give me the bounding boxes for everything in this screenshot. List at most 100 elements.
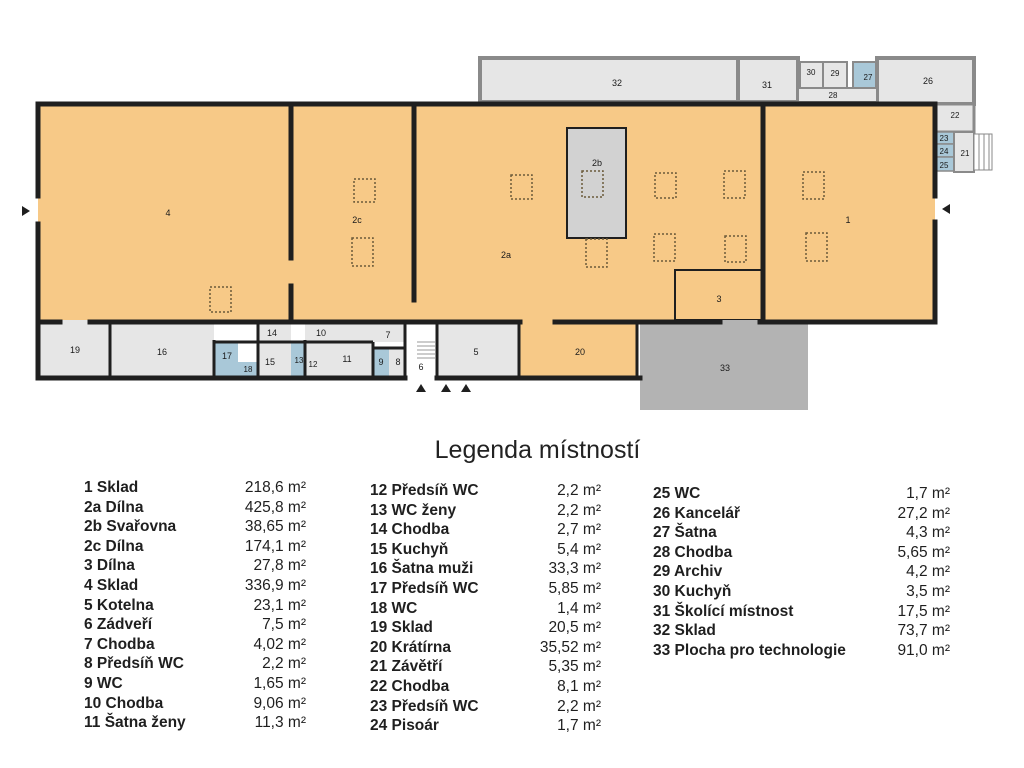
legend-room-name: 2c Dílna	[84, 537, 144, 555]
entry-arrows	[22, 204, 950, 392]
legend-room-name: 1 Sklad	[84, 479, 139, 496]
stairs	[417, 341, 435, 359]
room-18-fill	[238, 362, 258, 376]
room-29-fill	[822, 61, 848, 89]
legend-room-name: 15 Kuchyň	[370, 540, 449, 558]
room-label-3: 3	[716, 294, 721, 304]
legend-room-area: 4,02 m²	[253, 635, 306, 653]
legend-room-area: 1,65 m²	[253, 674, 306, 692]
legend-row: 2c Dílna 174,1 m²	[84, 537, 306, 557]
legend-room-name: 16 Šatna muži	[370, 560, 474, 578]
legend-row: 22 Chodba 8,1 m²	[370, 677, 601, 697]
legend-room-name: 12 Předsíň WC	[370, 482, 479, 499]
room-32-fill	[478, 56, 740, 104]
legend-room-area: 17,5 m²	[897, 602, 950, 620]
legend-room-area: 8,1 m²	[557, 677, 601, 695]
legend-room-area: 5,35 m²	[548, 658, 601, 676]
legend-room-name: 7 Chodba	[84, 635, 155, 653]
floor-plan: 1 2a 2b 2c 3 4 5 6 7 8 9 10 11 12 13 14 …	[22, 56, 993, 410]
room-label-12: 12	[309, 360, 318, 369]
room-label-19: 19	[70, 345, 80, 355]
room-10-fill	[305, 320, 373, 342]
room-12-fill	[305, 342, 319, 376]
room-11-fill	[319, 342, 373, 376]
room-label-29: 29	[831, 69, 840, 78]
room-33-fill	[640, 320, 808, 410]
legend-room-area: 2,2 m²	[557, 501, 601, 519]
room-7-fill	[373, 320, 405, 342]
legend-room-name: 6 Zádveří	[84, 616, 153, 634]
room-6-fill	[405, 320, 437, 376]
legend-room-name: 31 Školící místnost	[653, 602, 794, 620]
legend-room-area: 174,1 m²	[244, 537, 306, 555]
room-2b-fill	[566, 127, 627, 239]
legend-room-area: 2,7 m²	[557, 521, 601, 539]
legend-room-area: 9,06 m²	[253, 694, 306, 712]
room-5-fill	[437, 320, 519, 376]
legend-room-name: 8 Předsíň WC	[84, 655, 184, 673]
legend-room-area: 336,9 m²	[244, 576, 306, 594]
room-label-27: 27	[864, 73, 873, 82]
room-2c-fill	[291, 104, 414, 320]
legend-room-name: 24 Pisoár	[370, 717, 439, 735]
legend-room-name: 28 Chodba	[653, 543, 733, 561]
room-label-8: 8	[395, 357, 400, 367]
legend-room-name: 14 Chodba	[370, 521, 450, 539]
room-label-26: 26	[923, 76, 933, 86]
room-label-31: 31	[762, 80, 772, 90]
room-label-32: 32	[612, 78, 622, 88]
legend-room-name: 2a Dílna	[84, 498, 144, 516]
room-8-fill	[389, 348, 405, 376]
legend-room-area: 4,2 m²	[906, 563, 950, 581]
room-label-18: 18	[244, 365, 253, 374]
room-label-14: 14	[267, 328, 277, 338]
legend-room-name: 22 Chodba	[370, 677, 450, 695]
legend-room-area: 38,65 m²	[244, 518, 306, 536]
legend-room-name: 29 Archiv	[653, 563, 723, 581]
legend-row: 14 Chodba 2,7 m²	[370, 520, 601, 540]
legend-room-name: 30 Kuchyň	[653, 582, 732, 600]
room-4-fill	[38, 104, 291, 320]
room-label-4: 4	[165, 208, 170, 218]
legend-row: 29 Archiv 4,2 m²	[653, 562, 950, 582]
legend-room-area: 11,3 m²	[254, 714, 306, 732]
partitions	[108, 322, 639, 378]
legend-row: 1 Sklad 218,6 m²	[84, 478, 306, 498]
room-9-fill	[373, 348, 389, 376]
legend-title: Legenda místností	[434, 436, 641, 464]
legend-room-area: 1,7 m²	[906, 485, 950, 502]
legend-room-name: 4 Sklad	[84, 576, 139, 594]
room-label-10: 10	[316, 328, 326, 338]
room-label-17: 17	[222, 351, 232, 361]
room-label-33: 33	[720, 363, 730, 373]
legend-room-area: 5,4 m²	[557, 540, 601, 558]
room-label-2b: 2b	[592, 158, 602, 168]
legend-room-name: 25 WC	[653, 485, 701, 502]
room-17-fill	[214, 342, 238, 376]
legend-room-area: 425,8 m²	[244, 498, 306, 516]
room-28-fill	[797, 87, 878, 103]
room-label-5: 5	[473, 347, 478, 357]
legend-row: 28 Chodba 5,65 m²	[653, 543, 950, 563]
room-label-23: 23	[940, 134, 949, 143]
legend-room-area: 5,65 m²	[897, 543, 950, 561]
legend-room-area: 73,7 m²	[897, 622, 950, 640]
legend-room-name: 13 WC ženy	[370, 501, 457, 519]
legend-room-area: 218,6 m²	[244, 479, 306, 496]
legend-room-area: 2,2 m²	[557, 482, 601, 499]
